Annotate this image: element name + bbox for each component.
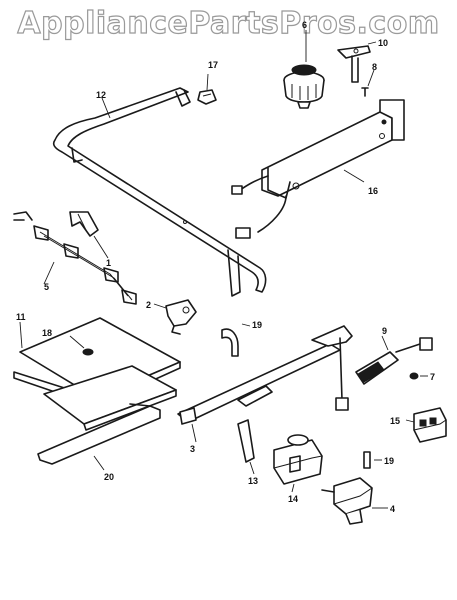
part-16-bracket[interactable] <box>231 99 405 239</box>
lower-heat-shield[interactable] <box>43 365 177 431</box>
callout-1: 1 <box>106 258 111 268</box>
part-18-clip[interactable] <box>69 335 94 356</box>
callout-19b: 19 <box>384 456 394 466</box>
part-10-bracket[interactable] <box>337 41 377 83</box>
part-15-terminal[interactable] <box>405 407 447 443</box>
part-17-orifice[interactable] <box>197 73 217 105</box>
callout-20: 20 <box>104 472 114 482</box>
callout-16: 16 <box>368 186 378 196</box>
part-6-burner[interactable] <box>283 30 325 109</box>
callout-9: 9 <box>382 326 387 336</box>
part-3-gas-tube[interactable] <box>177 325 353 443</box>
callout-7: 7 <box>430 372 435 382</box>
part-4-valve[interactable] <box>321 477 388 525</box>
part-20-bracket[interactable] <box>37 403 161 471</box>
part-7-screw[interactable] <box>409 372 428 380</box>
part-12-manifold[interactable] <box>52 87 267 297</box>
part-9-igniter[interactable] <box>355 335 433 385</box>
part-1-clip[interactable] <box>69 211 109 259</box>
callout-13: 13 <box>248 476 258 486</box>
part-19-pin[interactable] <box>363 451 382 469</box>
callout-10: 10 <box>378 38 388 48</box>
callout-12: 12 <box>96 90 106 100</box>
callout-4: 4 <box>390 504 395 514</box>
part-13-tube[interactable] <box>237 385 273 475</box>
callout-5: 5 <box>44 282 49 292</box>
watermark-logo: AppliancePartsPros.com <box>17 5 440 41</box>
part-14-regulator[interactable] <box>273 434 323 493</box>
callout-3: 3 <box>190 444 195 454</box>
part-8-screw[interactable] <box>361 69 375 97</box>
callout-14: 14 <box>288 494 298 504</box>
part-5-harness[interactable] <box>13 211 137 305</box>
callout-18: 18 <box>42 328 52 338</box>
part-19-tube-a[interactable] <box>221 323 251 357</box>
callout-2: 2 <box>146 300 151 310</box>
callout-6: 6 <box>302 20 307 30</box>
callout-8: 8 <box>372 62 377 72</box>
callout-19a: 19 <box>252 320 262 330</box>
part-2-clip[interactable] <box>153 299 197 335</box>
callout-11: 11 <box>16 312 26 322</box>
callout-15: 15 <box>390 416 400 426</box>
callout-17: 17 <box>208 60 218 70</box>
